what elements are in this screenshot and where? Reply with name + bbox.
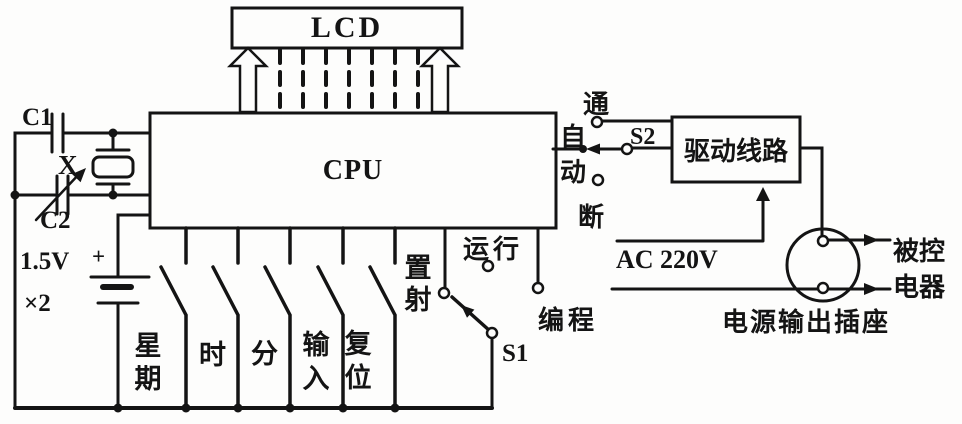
s2-position-off-label: 断 [578, 203, 605, 232]
button-label-hour: 时 [199, 340, 226, 370]
load-label-line2: 电器 [893, 273, 946, 302]
button-label-input: 输入 [302, 330, 330, 394]
load-label-line1: 被控 [893, 237, 946, 266]
switch-week [159, 226, 191, 413]
battery-voltage-label: 1.5V [20, 248, 70, 275]
lcd-box [230, 6, 464, 50]
s2-selector-switch [551, 115, 674, 187]
switch-input [316, 226, 348, 413]
s2-position-on-label: 通 [583, 90, 610, 119]
driver-output-wire [798, 146, 824, 238]
s1-position-program-label: 编程 [538, 306, 599, 335]
driver-box [670, 115, 824, 238]
s2-position-auto-label: 自动 [559, 123, 586, 187]
ac-voltage-label: AC 220V [616, 245, 718, 274]
battery-polarity-label: + [92, 244, 106, 269]
cpu-box [148, 111, 558, 230]
battery-count-label: ×2 [24, 290, 51, 317]
s1-label: S1 [502, 340, 529, 367]
c2-label: C2 [40, 207, 71, 234]
switch-minute [263, 226, 295, 413]
button-label-week: 星期 [134, 331, 162, 394]
crystal-label: X [58, 150, 78, 180]
cpu-label: CPU [322, 154, 384, 186]
s1-selector-switch [437, 226, 545, 410]
lcd-label: LCD [310, 11, 384, 44]
battery-icon [89, 213, 152, 413]
lcd-bus-arrows [226, 46, 462, 114]
button-label-reset: 复位 [344, 329, 372, 393]
s2-label: S2 [630, 124, 656, 150]
socket-label: 电源输出插座 [722, 308, 891, 337]
driver-box-label: 驱动线路 [683, 137, 788, 166]
crystal-oscillator [10, 112, 152, 410]
s1-position-set-label: 置射 [404, 253, 432, 315]
button-label-minute: 分 [251, 339, 278, 369]
c1-label: C1 [22, 104, 53, 131]
switch-hour [211, 226, 243, 413]
ac-input-lines [610, 187, 892, 295]
power-socket-icon [785, 227, 892, 303]
s1-position-run-label: 运行 [463, 235, 524, 264]
